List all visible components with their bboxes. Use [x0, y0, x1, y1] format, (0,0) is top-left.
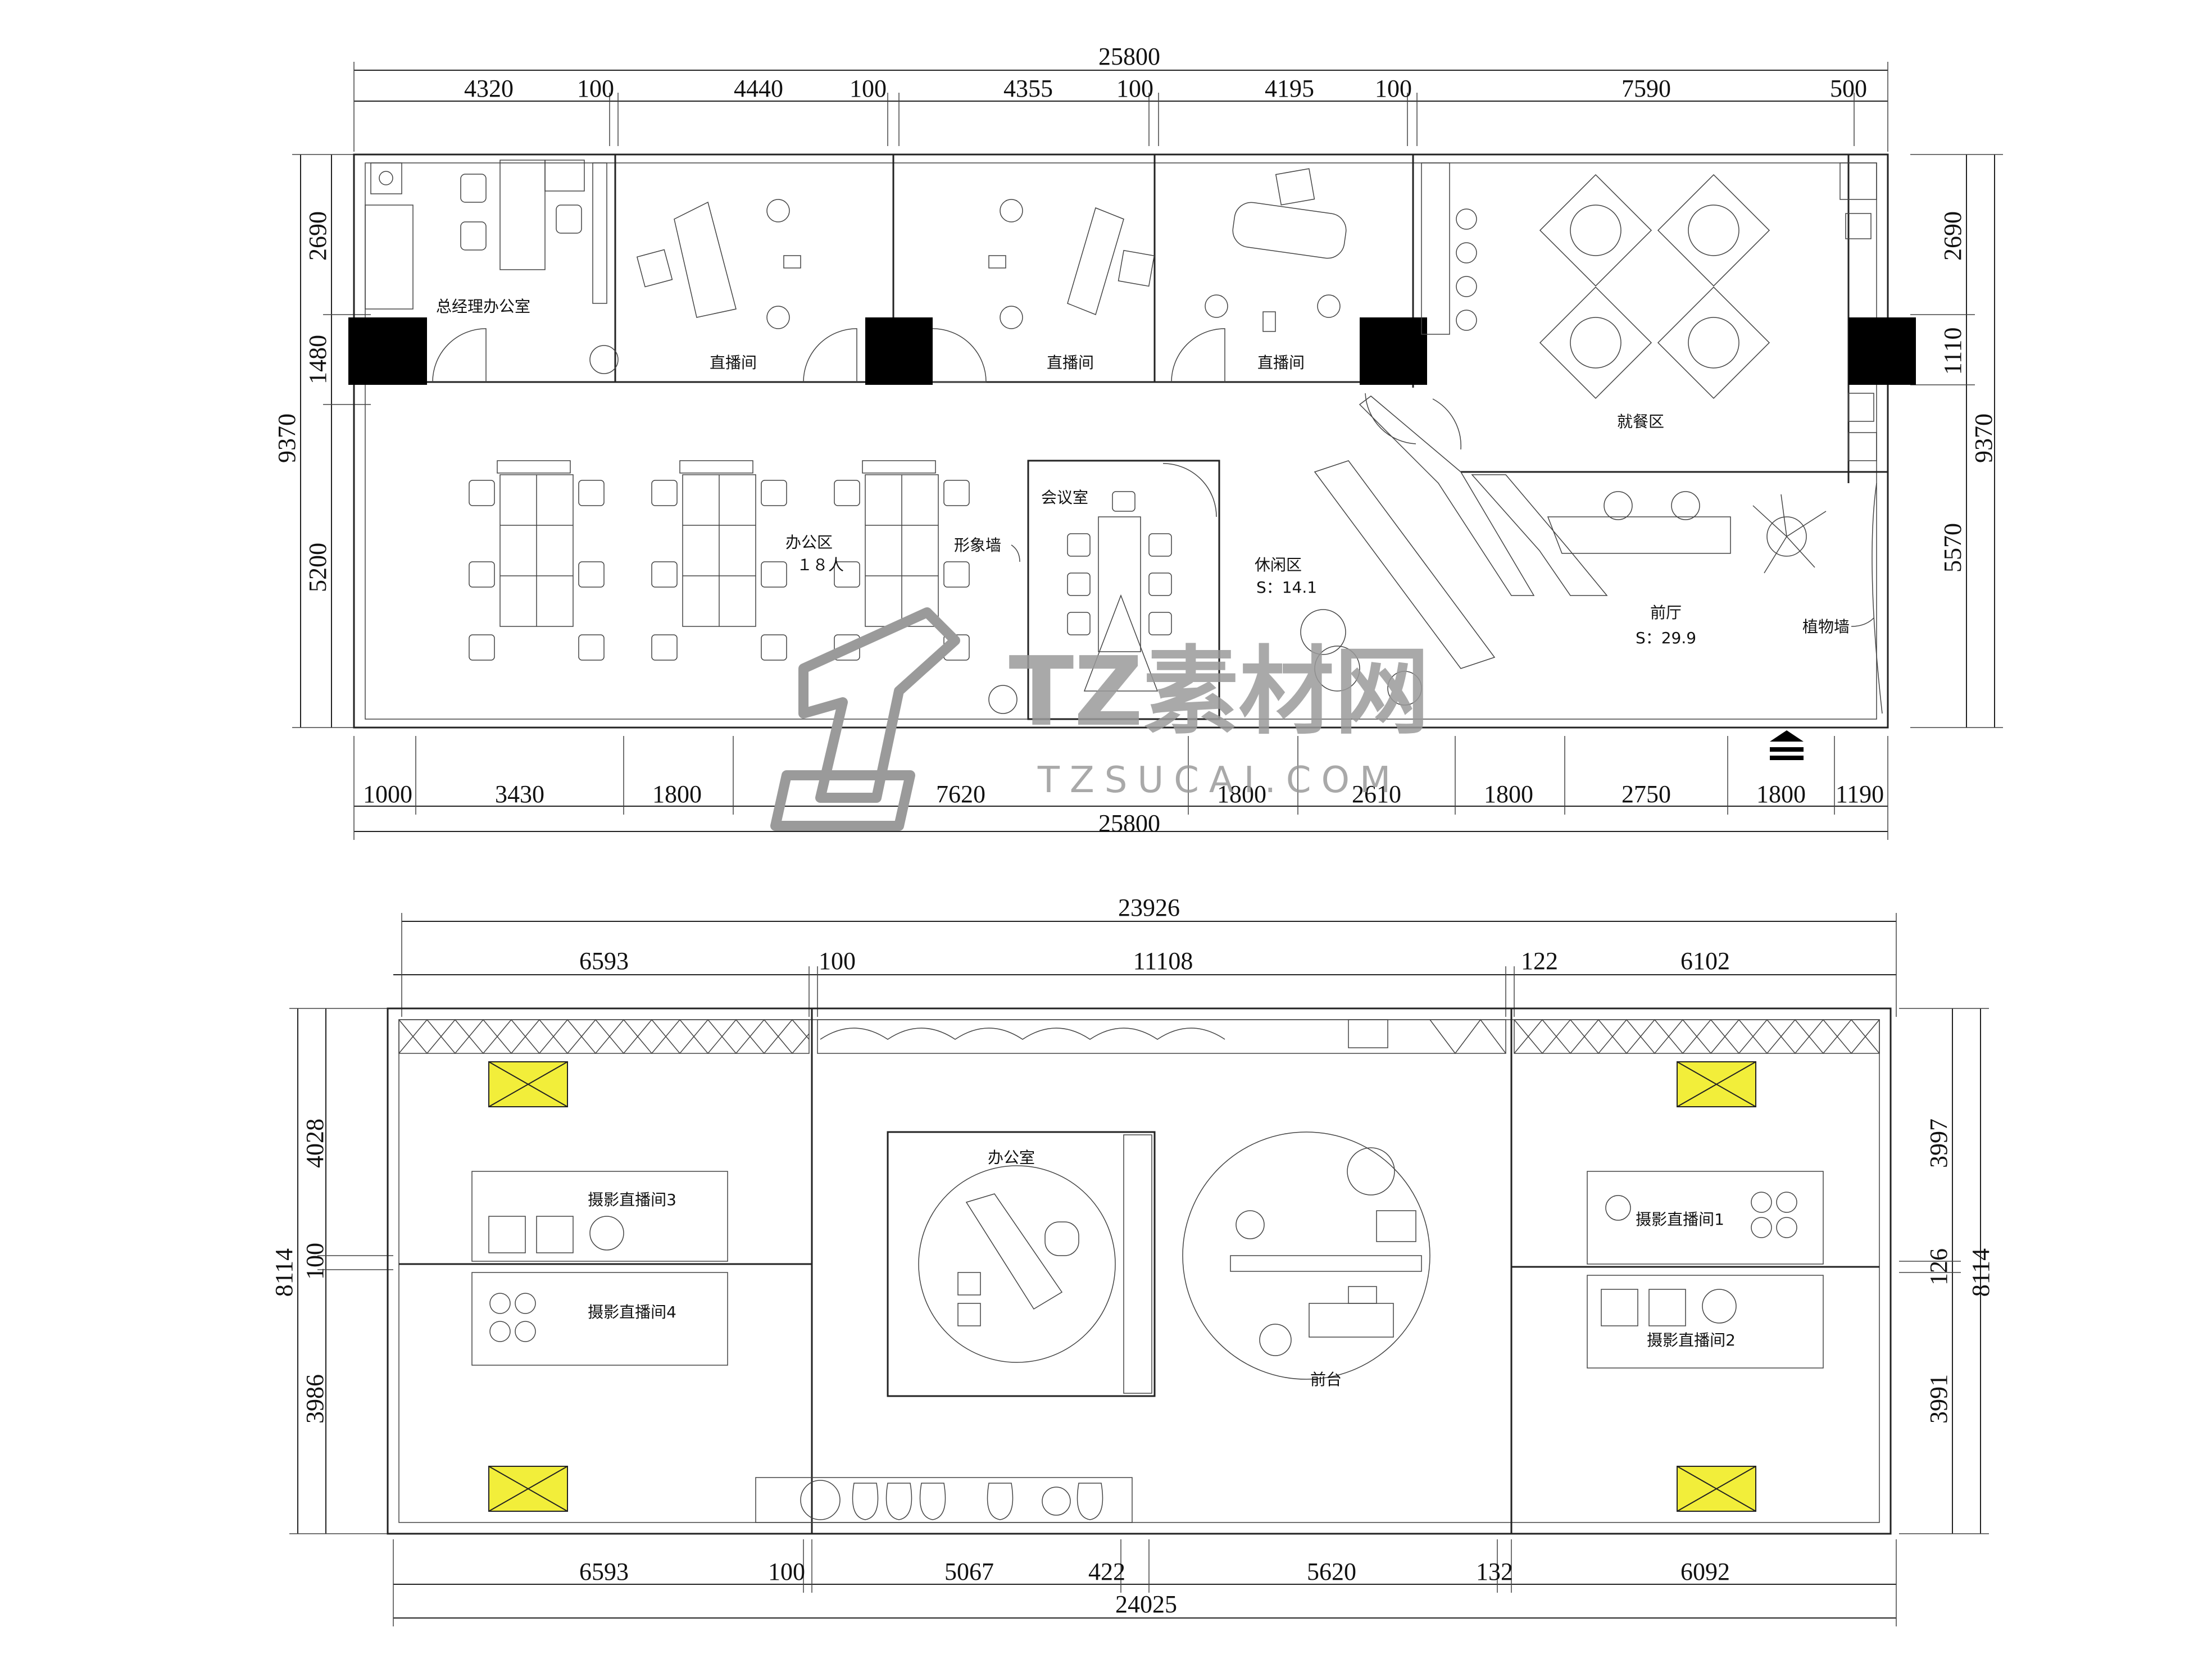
plan1-dim-top-5: 100 [1116, 75, 1153, 102]
plan1-dim-bottom-1: 3430 [495, 780, 544, 808]
plan2-dim-top-4: 6102 [1680, 947, 1730, 975]
room-lounge-area: S：14.1 [1256, 578, 1317, 597]
watermark-brand: TZ素材网 [1009, 637, 1429, 748]
plan1-dim-right-3: 5570 [1939, 523, 1966, 572]
plan2-dim-right-2: 126 [1925, 1248, 1952, 1285]
watermark-logo-icon [770, 607, 960, 831]
plan1-dim-top-8: 7590 [1621, 75, 1671, 102]
plan1-dim-right-2: 9370 [1970, 413, 1997, 463]
plan1-dim-top-9: 500 [1830, 75, 1867, 102]
plan-1: 25800 4320 100 4440 100 4355 100 4195 10… [273, 43, 2003, 840]
plan1-dim-left-3: 5200 [304, 543, 331, 592]
plan2-dim-right-1: 8114 [1967, 1248, 1995, 1297]
plan1-total-bottom: 25800 [1098, 810, 1160, 837]
room-meeting: 会议室 [1041, 488, 1088, 507]
office-desk-clusters [469, 460, 970, 661]
watermark: TZ素材网 TZSUCAI.COM [770, 607, 1430, 831]
plan1-dim-bottom-2: 1800 [652, 780, 702, 808]
watermark-url: TZSUCAI.COM [1037, 760, 1401, 801]
room-lobby: 前厅 [1650, 603, 1682, 622]
plan2-total-bottom: 24025 [1115, 1590, 1177, 1618]
room-dining: 就餐区 [1617, 412, 1664, 431]
room-plant-wall: 植物墙 [1802, 617, 1850, 636]
room-lobby-area: S：29.9 [1636, 629, 1696, 647]
studio-tables [471, 1171, 1824, 1369]
room-office: 办公室 [988, 1148, 1035, 1167]
plan1-dim-bottom-5: 2610 [1352, 780, 1401, 808]
plan2-dim-top-1: 100 [819, 947, 856, 975]
plan1-dim-left-2: 9370 [273, 413, 301, 463]
room-studio-2: 摄影直播间2 [1647, 1331, 1736, 1349]
plan1-dim-left-1: 1480 [304, 335, 331, 384]
room-reception: 前台 [1310, 1370, 1342, 1389]
plan1-dim-top-1: 100 [577, 75, 614, 102]
room-gm-office: 总经理办公室 [436, 297, 530, 316]
entry-arrow-icon [1770, 730, 1804, 760]
plan1-dim-right-0: 2690 [1939, 211, 1966, 261]
plan1-dim-right-1: 1110 [1939, 328, 1966, 375]
plan2-dim-bottom-4: 5620 [1307, 1558, 1356, 1585]
room-studio-3: 摄影直播间3 [588, 1190, 676, 1209]
plan2-dim-bottom-6: 6092 [1680, 1558, 1730, 1585]
plan2-dim-left-3: 3986 [301, 1374, 329, 1424]
room-image-wall: 形象墙 [954, 536, 1001, 554]
plan1-dim-top-7: 100 [1375, 75, 1412, 102]
room-live-2: 直播间 [1047, 353, 1094, 372]
plan1-dim-top-2: 4440 [734, 75, 783, 102]
plan1-dim-bottom-0: 1000 [363, 780, 412, 808]
plan2-dim-top-3: 122 [1521, 947, 1558, 975]
bottom-seating [755, 1477, 1133, 1523]
plan2-dim-right-3: 3991 [1925, 1374, 1952, 1424]
plan1-dim-bottom-9: 1190 [1836, 780, 1884, 808]
plan2-dim-bottom-1: 100 [768, 1558, 805, 1585]
plan1-dim-left-0: 2690 [304, 211, 331, 261]
plan2-total-top: 23926 [1118, 894, 1180, 921]
plan1-dim-bottom-3: 7620 [936, 780, 985, 808]
truss-top [398, 1019, 1880, 1055]
plan1-dim-top-4: 4355 [1003, 75, 1053, 102]
plan2-dim-left-0: 8114 [270, 1248, 298, 1297]
dining-tables [1539, 174, 1770, 399]
tree-icon [1752, 494, 1827, 574]
room-live-1: 直播间 [710, 353, 757, 372]
plan1-total-top: 25800 [1098, 43, 1160, 70]
plan1-dim-top-3: 100 [850, 75, 887, 102]
room-live-3: 直播间 [1257, 353, 1305, 372]
plan2-dim-left-2: 100 [301, 1243, 329, 1280]
plan1-dim-bottom-8: 1800 [1756, 780, 1806, 808]
room-studio-4: 摄影直播间4 [588, 1303, 676, 1321]
plan2-dim-bottom-3: 422 [1088, 1558, 1125, 1585]
plan2-dim-left-1: 4028 [301, 1119, 329, 1168]
plan2-dim-right-0: 3997 [1925, 1119, 1952, 1168]
room-studio-1: 摄影直播间1 [1636, 1210, 1724, 1229]
room-office-area: 办公区 [785, 533, 833, 552]
room-lounge: 休闲区 [1255, 556, 1302, 574]
plan-2: 23926 6593 100 11108 122 6102 8114 4028 … [270, 894, 1995, 1626]
plan1-dim-bottom-6: 1800 [1484, 780, 1533, 808]
plan2-dim-bottom-5: 132 [1476, 1558, 1513, 1585]
plan2-dim-top-0: 6593 [579, 947, 629, 975]
plan1-dim-bottom-7: 2750 [1621, 780, 1671, 808]
plan2-dim-bottom-0: 6593 [579, 1558, 629, 1585]
room-office-count: １８人 [797, 556, 844, 574]
plan1-dim-bottom-4: 1800 [1217, 780, 1266, 808]
studio-lights [488, 1061, 1756, 1512]
plan2-dim-bottom-2: 5067 [944, 1558, 994, 1585]
plan1-dim-top-0: 4320 [464, 75, 514, 102]
plan2-dim-top-2: 11108 [1133, 947, 1193, 975]
plan1-dim-top-6: 4195 [1265, 75, 1314, 102]
